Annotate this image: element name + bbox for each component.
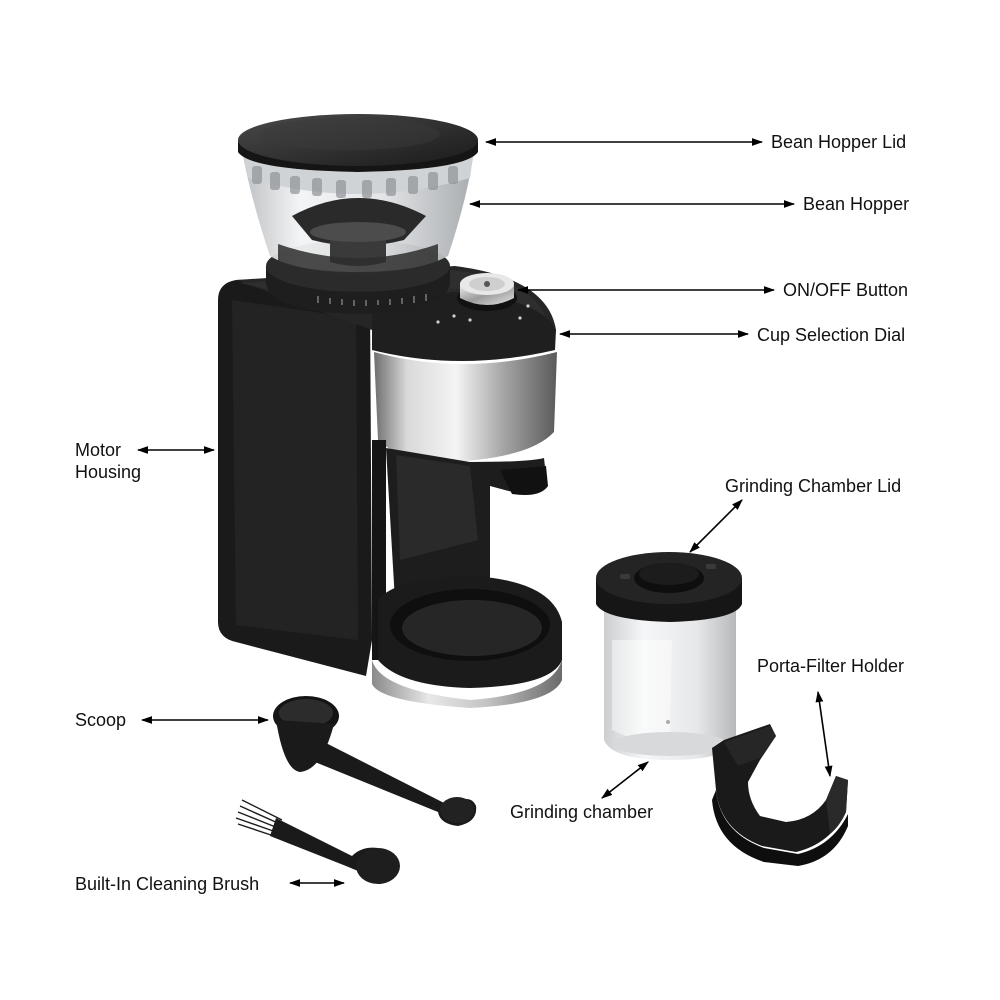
- on-off-button: [457, 273, 517, 311]
- espresso-marking: ESPRESSO: [336, 291, 375, 298]
- cleaning-brush: [235, 799, 400, 884]
- label-motor-housing-line2: Housing: [75, 462, 142, 482]
- base-tray: [372, 576, 562, 708]
- porta-filter-holder: [712, 724, 848, 866]
- label-cup-selection-dial: Cup Selection Dial: [757, 325, 906, 345]
- drip-marking: DRIP POUR OVER: [400, 289, 461, 296]
- label-scoop: Scoop: [75, 710, 127, 730]
- label-bean-hopper: Bean Hopper: [803, 194, 910, 214]
- bean-hopper-lid: [238, 114, 478, 172]
- steel-band: [374, 352, 557, 462]
- label-grinding-chamber: Grinding chamber: [510, 802, 654, 822]
- arrow-porta-filter-holder: [815, 690, 833, 778]
- bean-hopper: [242, 150, 474, 274]
- arrow-grinding-chamber: [601, 761, 649, 799]
- marking-20: 20: [414, 303, 422, 310]
- marking-15: 15: [395, 305, 403, 312]
- label-on-off-button: ON/OFF Button: [783, 280, 909, 300]
- outlet-column: [372, 440, 548, 660]
- arrow-grinding-chamber-lid: [689, 499, 743, 553]
- label-grinding-chamber-lid: Grinding Chamber Lid: [725, 476, 902, 496]
- scoop: [273, 696, 477, 826]
- callout-arrows: [136, 138, 833, 887]
- label-cleaning-brush: Built-In Cleaning Brush: [75, 874, 260, 894]
- cup-selection-dial: [436, 304, 530, 324]
- label-porta-filter-holder: Porta-Filter Holder: [757, 656, 905, 676]
- grinding-chamber: [604, 606, 736, 760]
- marking-10: 10: [362, 306, 370, 313]
- grinding-chamber-lid: [596, 552, 742, 622]
- label-motor-housing-line1: Motor: [75, 440, 122, 460]
- label-bean-hopper-lid: Bean Hopper Lid: [771, 132, 907, 152]
- marking-5: 5: [338, 306, 342, 313]
